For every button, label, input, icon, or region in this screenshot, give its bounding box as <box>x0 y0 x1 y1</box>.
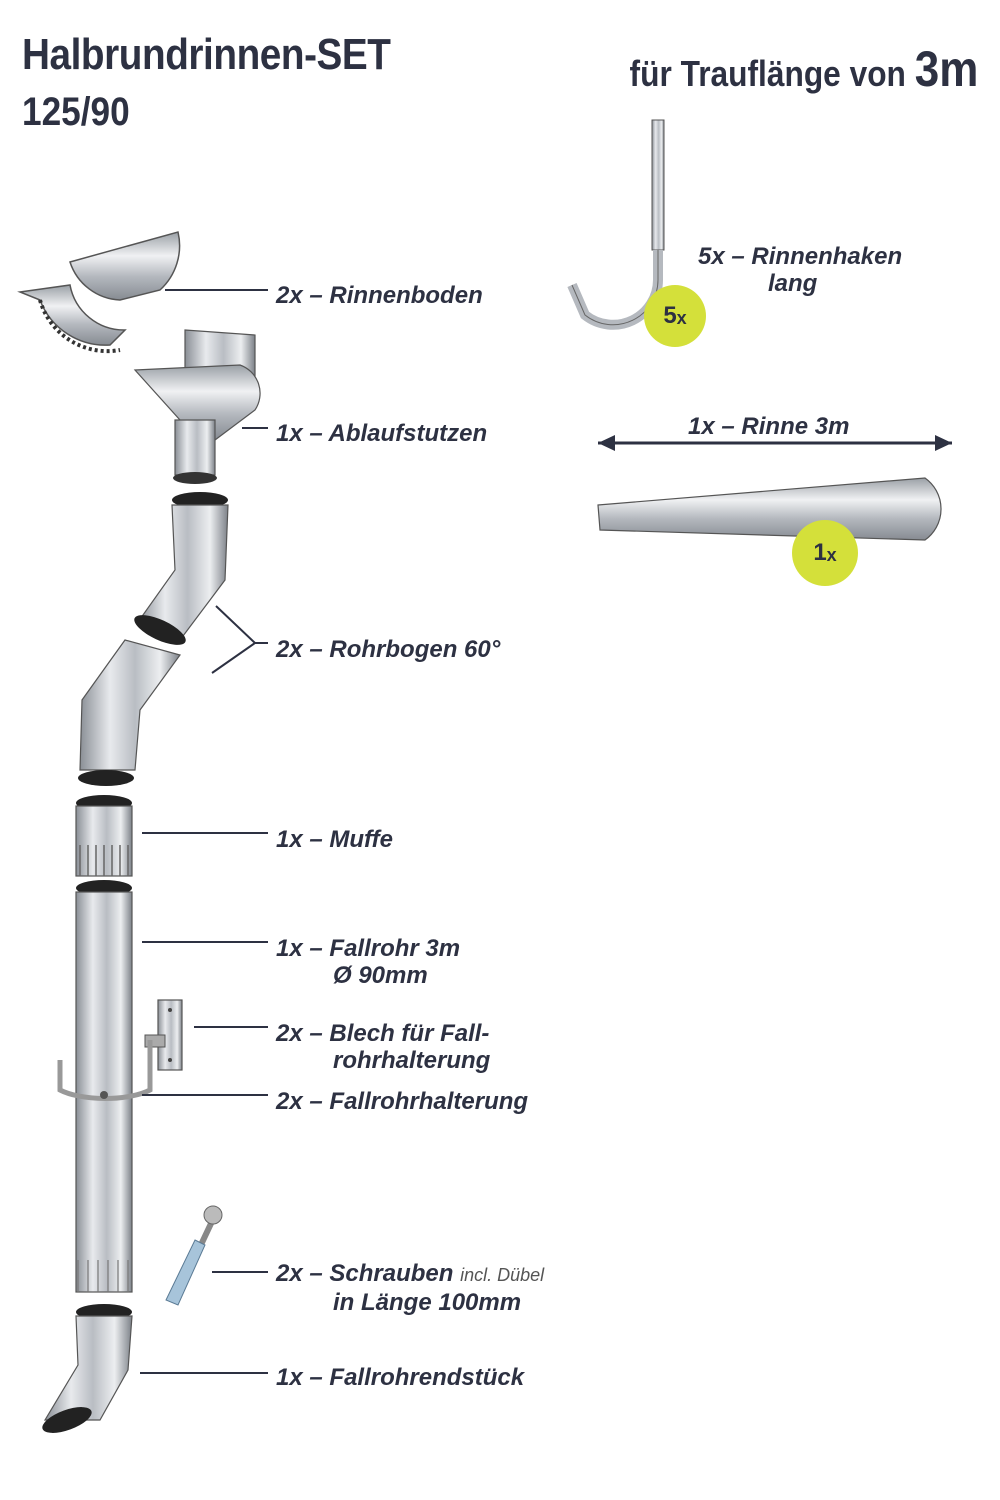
label-gutter: 1x – Rinne 3m <box>688 413 850 440</box>
gutter-end-cap-image <box>17 231 181 354</box>
label-outlet: 1x – Ablaufstutzen <box>276 420 488 447</box>
label-bracket-plate-line2: rohrhalterung <box>333 1047 491 1074</box>
eave-length-heading: für Trauflänge von 3m <box>629 40 978 98</box>
bracket-plate-image <box>144 999 183 1071</box>
eave-length-value: 3m <box>914 41 978 97</box>
pipe-bends-image <box>78 492 229 786</box>
downpipe-image <box>75 880 133 1293</box>
gutter-hook-image <box>567 119 665 330</box>
label-screws-note: incl. Dübel <box>460 1265 545 1285</box>
leader-lines <box>140 289 268 1374</box>
set-size: 125/90 <box>22 90 130 134</box>
label-downpipe-end-piece: 1x – Fallrohrendstück <box>276 1364 525 1391</box>
label-downpipe: 1x – Fallrohr 3m Ø 90mm <box>276 935 461 989</box>
set-title: Halbrundrinnen-SET <box>22 30 391 79</box>
downpipe-end-piece-image <box>42 1304 133 1433</box>
eave-length-prefix: für Trauflänge von <box>629 53 906 94</box>
label-pipe-bracket: 2x – Fallrohrhalterung <box>276 1088 529 1115</box>
label-gutter-hook-line2: lang <box>768 270 818 297</box>
label-gutter-hook: 5x – Rinnenhaken lang <box>698 243 903 297</box>
label-screws-length: in Länge 100mm <box>333 1289 522 1316</box>
label-downpipe-diameter: Ø 90mm <box>333 962 428 989</box>
sleeve-image <box>75 795 133 877</box>
label-pipe-bend: 2x – Rohrbogen 60° <box>276 636 501 663</box>
gutter-image <box>597 435 952 541</box>
outlet-image <box>133 329 261 484</box>
label-gutter-end-cap: 2x – Rinnenboden <box>276 282 483 309</box>
screw-dowel-image <box>165 1205 223 1306</box>
label-bracket-plate: 2x – Blech für Fall- rohrhalterung <box>276 1020 491 1074</box>
pipe-bracket-image <box>57 1040 153 1102</box>
label-sleeve: 1x – Muffe <box>276 826 393 853</box>
label-screws: 2x – Schrauben incl. Dübel in Länge 100m… <box>276 1260 545 1316</box>
